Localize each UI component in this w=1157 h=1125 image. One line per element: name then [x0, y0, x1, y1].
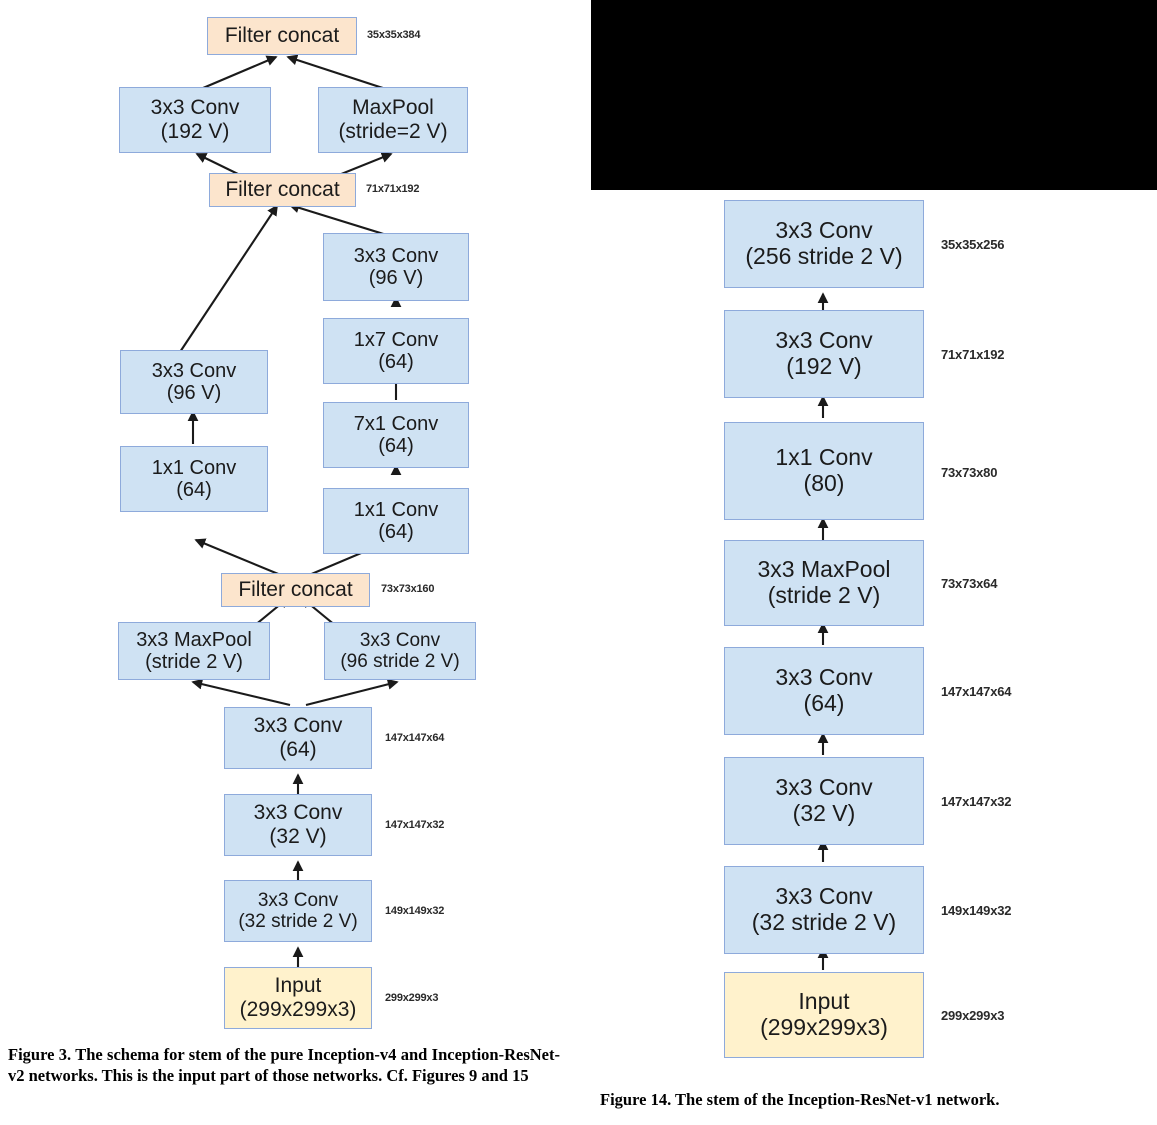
dim-label: 147x147x64 — [385, 732, 445, 744]
node-input-left[interactable]: Input (299x299x3) — [224, 967, 372, 1029]
node-label-line1: 3x3 Conv — [151, 359, 237, 382]
dim-label: 149x149x32 — [941, 903, 1012, 918]
node-label-line1: 7x1 Conv — [353, 412, 439, 435]
node-filter-concat-low[interactable]: Filter concat — [221, 573, 370, 607]
node-label-line1: 3x3 Conv — [150, 96, 240, 120]
node-label-line1: Filter concat — [238, 578, 353, 602]
node-label-line2: (96 stride 2 V) — [340, 651, 460, 672]
dim-label: 299x299x3 — [385, 992, 439, 1004]
node-label-line2: (64) — [378, 521, 414, 543]
node-1x1-conv-64-left[interactable]: 1x1 Conv (64) — [120, 446, 268, 512]
dim-label: 73x73x160 — [381, 583, 435, 595]
dim-label: 35x35x384 — [367, 29, 421, 41]
node-label-line2: (stride 2 V) — [767, 582, 881, 608]
dim-label: 71x71x192 — [941, 347, 1005, 362]
dim-label: 35x35x256 — [941, 237, 1005, 252]
node-label-line1: 1x1 Conv — [775, 444, 873, 471]
node-label-line1: 1x7 Conv — [353, 328, 439, 351]
figure-14-caption: Figure 14. The stem of the Inception-Res… — [600, 1090, 1000, 1109]
node-label-line1: 3x3 Conv — [775, 217, 873, 244]
dim-label: 149x149x32 — [385, 905, 445, 917]
node-3x3-conv-32-stride2v-left[interactable]: 3x3 Conv (32 stride 2 V) — [224, 880, 372, 942]
node-3x3-conv-96-stride2v[interactable]: 3x3 Conv (96 stride 2 V) — [324, 622, 476, 680]
node-label-line1: MaxPool — [352, 96, 434, 120]
node-filter-concat-top[interactable]: Filter concat — [207, 17, 357, 55]
node-label-line2: (256 stride 2 V) — [745, 243, 903, 269]
node-label-line1: Input — [274, 974, 322, 998]
node-label-line2: (192 V) — [786, 353, 862, 379]
node-label-line1: 3x3 Conv — [775, 883, 873, 910]
node-label-line1: 3x3 MaxPool — [757, 556, 891, 583]
node-filter-concat-mid[interactable]: Filter concat — [209, 173, 356, 207]
node-label-line1: 1x1 Conv — [353, 498, 439, 521]
node-label-line1: 3x3 Conv — [253, 801, 343, 825]
node-maxpool-stride2v[interactable]: MaxPool (stride=2 V) — [318, 87, 468, 153]
node-3x3-conv-64-right[interactable]: 3x3 Conv (64) — [724, 647, 924, 735]
node-label-line1: 3x3 Conv — [353, 244, 439, 267]
node-label-line1: 3x3 Conv — [253, 714, 343, 738]
node-label-line1: Input — [798, 988, 850, 1015]
node-label-line2: (32 stride 2 V) — [238, 911, 358, 932]
dim-label: 299x299x3 — [941, 1008, 1005, 1023]
node-label-line1: 3x3 Conv — [257, 889, 339, 911]
node-3x3-conv-64-left[interactable]: 3x3 Conv (64) — [224, 707, 372, 769]
node-3x3-conv-32v-left[interactable]: 3x3 Conv (32 V) — [224, 794, 372, 856]
node-3x3-maxpool-stride2v-right[interactable]: 3x3 MaxPool (stride 2 V) — [724, 540, 924, 626]
node-label-line2: (96 V) — [368, 267, 424, 289]
node-label-line1: 1x1 Conv — [151, 456, 237, 479]
node-label-line1: 3x3 Conv — [775, 664, 873, 691]
node-label-line1: 3x3 Conv — [775, 327, 873, 354]
node-label-line2: (299x299x3) — [239, 998, 357, 1021]
node-3x3-conv-96v-left[interactable]: 3x3 Conv (96 V) — [120, 350, 268, 414]
node-1x1-conv-80[interactable]: 1x1 Conv (80) — [724, 422, 924, 520]
node-label-line2: (64) — [378, 435, 414, 457]
node-3x3-conv-32-stride2v-right[interactable]: 3x3 Conv (32 stride 2 V) — [724, 866, 924, 954]
node-label-line2: (32 V) — [792, 800, 856, 826]
node-label-line1: 3x3 Conv — [775, 774, 873, 801]
node-3x3-conv-32v-right[interactable]: 3x3 Conv (32 V) — [724, 757, 924, 845]
dim-label: 147x147x32 — [385, 819, 445, 831]
node-label-line1: 3x3 Conv — [359, 629, 441, 651]
node-input-right[interactable]: Input (299x299x3) — [724, 972, 924, 1058]
node-label-line2: (stride=2 V) — [338, 120, 448, 143]
node-label-line1: 3x3 MaxPool — [136, 628, 252, 651]
node-label-line2: (64) — [279, 738, 317, 761]
node-label-line2: (stride 2 V) — [145, 651, 243, 673]
dim-label: 147x147x32 — [941, 794, 1012, 809]
node-3x3-conv-192v-right[interactable]: 3x3 Conv (192 V) — [724, 310, 924, 398]
node-label-line2: (32 stride 2 V) — [751, 909, 897, 935]
node-7x1-conv-64[interactable]: 7x1 Conv (64) — [323, 402, 469, 468]
dim-label: 73x73x80 — [941, 465, 998, 480]
node-label-line2: (299x299x3) — [760, 1014, 888, 1040]
node-label-line2: (96 V) — [166, 382, 222, 404]
node-3x3-conv-256-stride2v[interactable]: 3x3 Conv (256 stride 2 V) — [724, 200, 924, 288]
node-label-line2: (80) — [803, 470, 845, 496]
node-3x3-conv-96v-right[interactable]: 3x3 Conv (96 V) — [323, 233, 469, 301]
node-label-line2: (192 V) — [160, 120, 230, 143]
redacted-region — [591, 0, 1157, 190]
node-label-line2: (64) — [803, 690, 845, 716]
node-1x7-conv-64[interactable]: 1x7 Conv (64) — [323, 318, 469, 384]
node-label-line2: (64) — [378, 351, 414, 373]
node-3x3-conv-192v[interactable]: 3x3 Conv (192 V) — [119, 87, 271, 153]
node-3x3-maxpool-stride2v-left[interactable]: 3x3 MaxPool (stride 2 V) — [118, 622, 270, 680]
node-1x1-conv-64-right[interactable]: 1x1 Conv (64) — [323, 488, 469, 554]
figure-3-caption: Figure 3. The schema for stem of the pur… — [8, 1045, 560, 1086]
dim-label: 147x147x64 — [941, 684, 1012, 699]
dim-label: 73x73x64 — [941, 576, 998, 591]
node-label-line2: (32 V) — [269, 825, 327, 848]
node-label-line1: Filter concat — [224, 24, 340, 48]
node-label-line1: Filter concat — [225, 178, 340, 202]
dim-label: 71x71x192 — [366, 183, 420, 195]
node-label-line2: (64) — [176, 479, 212, 501]
